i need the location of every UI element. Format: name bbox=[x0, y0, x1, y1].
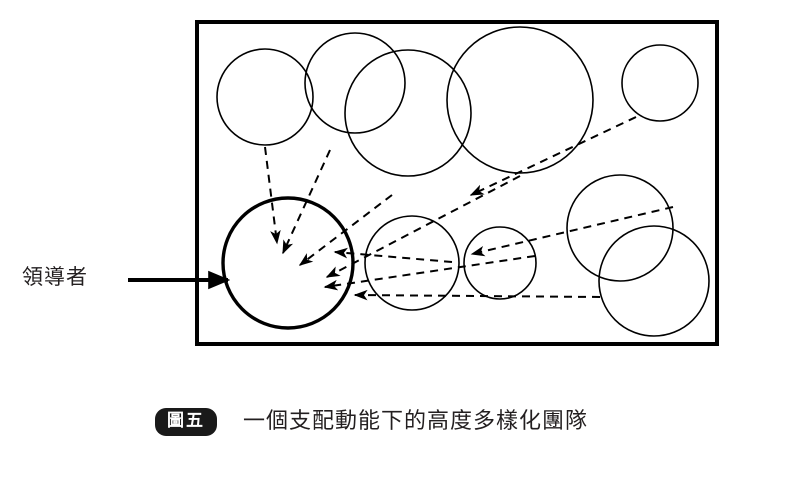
member-mid-right bbox=[463, 226, 537, 300]
influence-arrows bbox=[264, 116, 674, 301]
leader-label: 領導者 bbox=[22, 265, 88, 289]
figure-caption: 圖五 一個支配動能下的高度多樣化團隊 bbox=[155, 408, 588, 436]
member-top-center-right bbox=[446, 26, 594, 174]
member-top-center bbox=[344, 49, 472, 177]
team-member-circles bbox=[216, 26, 710, 337]
arrow-from-top-right-small bbox=[469, 116, 637, 196]
member-top-right-small bbox=[621, 44, 699, 122]
member-top-left bbox=[216, 48, 314, 146]
member-mid-center bbox=[364, 215, 460, 311]
member-right-lower bbox=[598, 225, 710, 337]
figure-caption-text: 一個支配動能下的高度多樣化團隊 bbox=[243, 409, 589, 434]
arrow-from-top-left bbox=[264, 146, 281, 245]
figure-number-badge: 圖五 bbox=[155, 408, 217, 436]
diagram-frame bbox=[195, 20, 719, 346]
member-right-upper bbox=[566, 174, 674, 282]
member-top-center-left bbox=[304, 32, 406, 134]
arrow-from-mid-right bbox=[323, 255, 536, 291]
arrow-from-top-center-left bbox=[282, 149, 331, 255]
arrow-from-mid-center bbox=[333, 247, 453, 263]
arrow-from-top-center bbox=[298, 194, 393, 266]
arrow-from-right-upper bbox=[470, 206, 674, 257]
